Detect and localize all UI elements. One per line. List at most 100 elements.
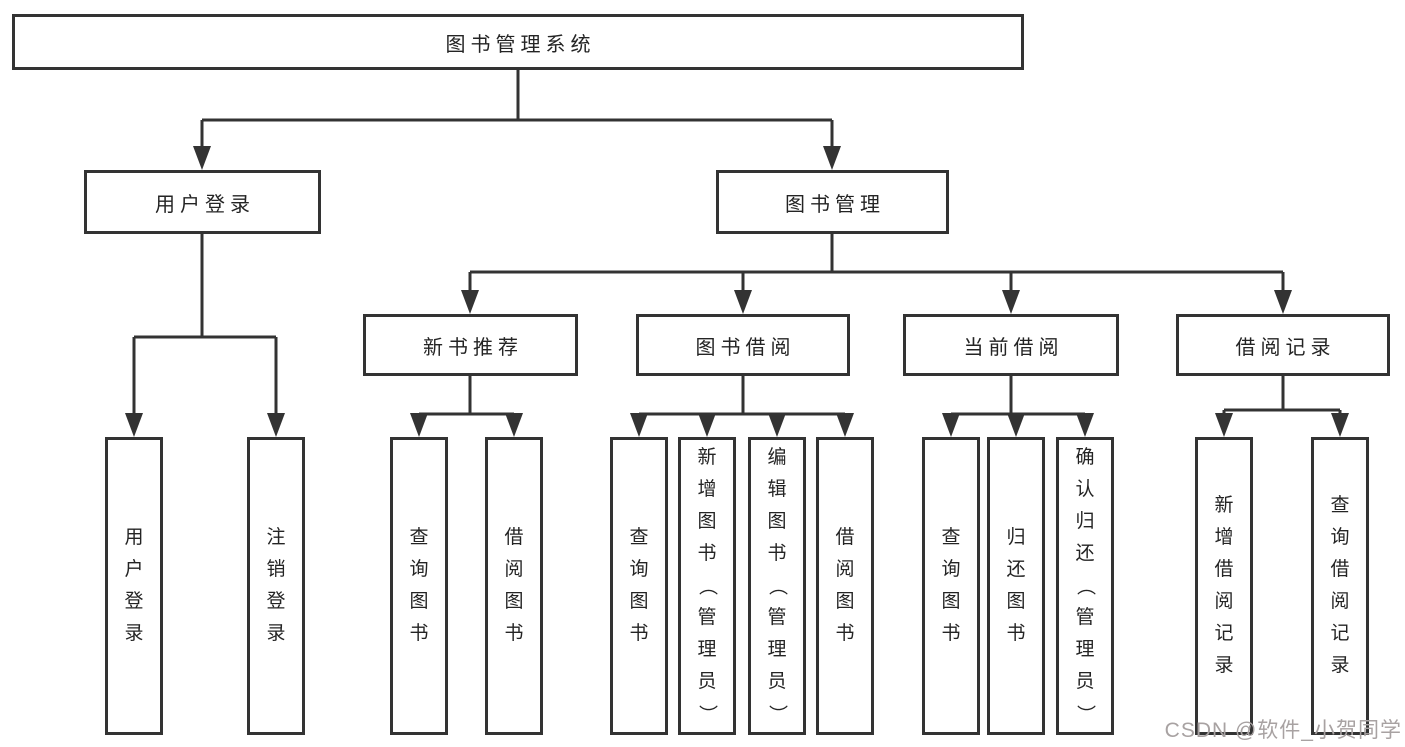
vertical-char: 图 bbox=[835, 591, 855, 612]
vertical-char: 员 bbox=[697, 671, 717, 692]
vertical-char: 阅 bbox=[1214, 591, 1234, 612]
vertical-char: 确 bbox=[1075, 447, 1095, 468]
vertical-char: 注 bbox=[266, 527, 286, 548]
vertical-char: 还 bbox=[1075, 543, 1095, 564]
vertical-char: 增 bbox=[697, 479, 717, 500]
vertical-char: 查 bbox=[1330, 495, 1350, 516]
vertical-char: 管 bbox=[767, 607, 787, 628]
leaf-add-borrow-record-label: 新增借阅记录 bbox=[1198, 440, 1250, 732]
vertical-char: ） bbox=[1074, 704, 1096, 724]
leaf-borrow-books-recommend: 借阅图书 bbox=[485, 437, 543, 735]
vertical-char: 询 bbox=[409, 559, 429, 580]
vertical-char: （ bbox=[766, 576, 788, 596]
vertical-char: 新 bbox=[1214, 495, 1234, 516]
vertical-char: 用 bbox=[124, 527, 144, 548]
vertical-char: 辑 bbox=[767, 479, 787, 500]
vertical-char: 阅 bbox=[835, 559, 855, 580]
vertical-char: 书 bbox=[835, 623, 855, 644]
vertical-char: 借 bbox=[835, 527, 855, 548]
vertical-char: 图 bbox=[504, 591, 524, 612]
leaf-confirm-return-admin-label: 确认归还 （ 管理员 ） bbox=[1059, 440, 1111, 732]
leaf-add-books-admin: 新增图书（管理员） bbox=[678, 437, 736, 735]
vertical-char: 新 bbox=[697, 447, 717, 468]
vertical-char: 理 bbox=[697, 639, 717, 660]
vertical-char: 阅 bbox=[1330, 591, 1350, 612]
vertical-char: （ bbox=[1074, 576, 1096, 596]
leaf-query-books-recommend-label: 查询图书 bbox=[393, 440, 445, 732]
vertical-char: 户 bbox=[124, 559, 144, 580]
vertical-char: 书 bbox=[504, 623, 524, 644]
vertical-char: 图 bbox=[409, 591, 429, 612]
vertical-char: 归 bbox=[1006, 527, 1026, 548]
vertical-char: 理 bbox=[1075, 639, 1095, 660]
vertical-char: 管 bbox=[1075, 607, 1095, 628]
vertical-char: 书 bbox=[697, 543, 717, 564]
leaf-user-login: 用户登录 bbox=[105, 437, 163, 735]
vertical-char: 销 bbox=[266, 559, 286, 580]
node-borrowing-records: 借阅记录 bbox=[1176, 314, 1390, 376]
leaf-add-borrow-record: 新增借阅记录 bbox=[1195, 437, 1253, 735]
vertical-char: 查 bbox=[941, 527, 961, 548]
node-borrowing-records-label: 借阅记录 bbox=[1235, 336, 1336, 359]
vertical-char: 录 bbox=[124, 623, 144, 644]
vertical-char: 查 bbox=[629, 527, 649, 548]
node-user-login: 用户登录 bbox=[84, 170, 321, 234]
vertical-char: 理 bbox=[767, 639, 787, 660]
leaf-edit-books-admin-label: 编辑图书（管理员） bbox=[751, 440, 803, 732]
vertical-char: 管 bbox=[697, 607, 717, 628]
leaf-logout-login-label: 注销登录 bbox=[250, 440, 302, 732]
leaf-add-books-admin-label: 新增图书（管理员） bbox=[681, 440, 733, 732]
vertical-char: 归 bbox=[1075, 511, 1095, 532]
vertical-char: 登 bbox=[266, 591, 286, 612]
vertical-char: 登 bbox=[124, 591, 144, 612]
watermark-text: CSDN @软件_小贺同学 bbox=[1164, 719, 1402, 742]
vertical-char: 书 bbox=[1006, 623, 1026, 644]
node-current-borrowing-label: 当前借阅 bbox=[963, 336, 1064, 359]
leaf-query-books-recommend: 查询图书 bbox=[390, 437, 448, 735]
vertical-char: 借 bbox=[504, 527, 524, 548]
vertical-char: 借 bbox=[1330, 559, 1350, 580]
node-root-label: 图书管理系统 bbox=[445, 33, 596, 56]
leaf-query-books-current-label: 查询图书 bbox=[925, 440, 977, 732]
vertical-char: ） bbox=[696, 704, 718, 724]
leaf-edit-books-admin: 编辑图书（管理员） bbox=[748, 437, 806, 735]
vertical-char: 询 bbox=[941, 559, 961, 580]
vertical-char: 阅 bbox=[504, 559, 524, 580]
vertical-char: 记 bbox=[1330, 623, 1350, 644]
vertical-char: 员 bbox=[1075, 671, 1095, 692]
leaf-return-books-label: 归还图书 bbox=[990, 440, 1042, 732]
node-book-borrowing-label: 图书借阅 bbox=[695, 336, 796, 359]
vertical-char: 查 bbox=[409, 527, 429, 548]
vertical-char: 书 bbox=[409, 623, 429, 644]
vertical-char: 录 bbox=[1214, 655, 1234, 676]
vertical-char: 认 bbox=[1075, 479, 1095, 500]
vertical-char: 书 bbox=[767, 543, 787, 564]
vertical-char: 图 bbox=[629, 591, 649, 612]
leaf-query-books-current: 查询图书 bbox=[922, 437, 980, 735]
vertical-char: 询 bbox=[629, 559, 649, 580]
vertical-char: 书 bbox=[629, 623, 649, 644]
leaf-borrow-books-label: 借阅图书 bbox=[819, 440, 871, 732]
vertical-char: 借 bbox=[1214, 559, 1234, 580]
leaf-return-books: 归还图书 bbox=[987, 437, 1045, 735]
vertical-char: 增 bbox=[1214, 527, 1234, 548]
node-new-book-recommend-label: 新书推荐 bbox=[423, 336, 523, 359]
node-user-login-label: 用户登录 bbox=[155, 193, 255, 216]
vertical-char: 图 bbox=[697, 511, 717, 532]
leaf-query-borrow-record-label: 查询借阅记录 bbox=[1314, 440, 1366, 732]
node-new-book-recommend: 新书推荐 bbox=[363, 314, 578, 376]
leaf-borrow-books-recommend-label: 借阅图书 bbox=[488, 440, 540, 732]
vertical-char: 图 bbox=[1006, 591, 1026, 612]
vertical-char: 员 bbox=[767, 671, 787, 692]
leaf-query-books-borrowing: 查询图书 bbox=[610, 437, 668, 735]
node-root: 图书管理系统 bbox=[12, 14, 1024, 70]
vertical-char: ） bbox=[766, 704, 788, 724]
leaf-user-login-label: 用户登录 bbox=[108, 440, 160, 732]
node-book-management-label: 图书管理 bbox=[785, 193, 885, 216]
vertical-char: 图 bbox=[767, 511, 787, 532]
vertical-char: 记 bbox=[1214, 623, 1234, 644]
vertical-char: 询 bbox=[1330, 527, 1350, 548]
leaf-query-books-borrowing-label: 查询图书 bbox=[613, 440, 665, 732]
leaf-logout-login: 注销登录 bbox=[247, 437, 305, 735]
